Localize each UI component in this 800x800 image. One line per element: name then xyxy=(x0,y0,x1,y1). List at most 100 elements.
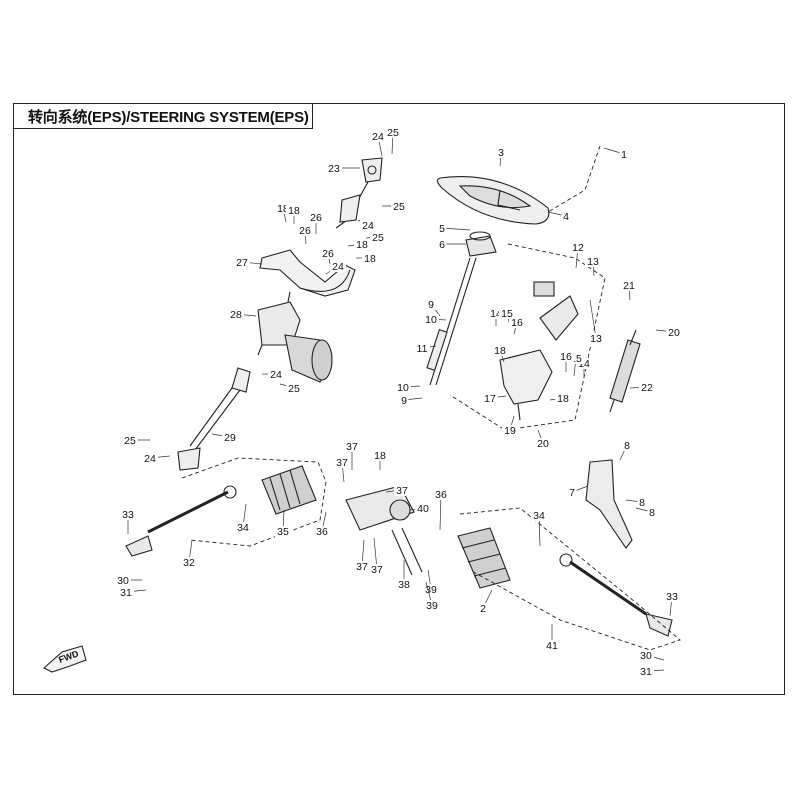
callout-background xyxy=(344,441,360,452)
callout-number: 12 xyxy=(572,242,584,254)
column-bracket-part-17 xyxy=(499,281,579,421)
callout-background xyxy=(588,333,604,344)
callout-number: 41 xyxy=(546,640,558,652)
callout-background xyxy=(235,522,251,533)
callout-number: 37 xyxy=(371,564,383,576)
callout-30: 30 xyxy=(638,650,665,662)
callout-background xyxy=(370,232,386,243)
callout-background xyxy=(385,127,401,138)
fwd-arrow xyxy=(43,645,87,673)
callout-37: 37 xyxy=(334,457,350,483)
callout-background xyxy=(509,317,525,328)
callout-number: 25 xyxy=(124,435,136,447)
callout-number: 8 xyxy=(649,507,655,519)
callout-number: 9 xyxy=(428,299,434,311)
callout-background xyxy=(570,242,586,253)
callout-background xyxy=(424,600,440,611)
callout-background xyxy=(370,131,386,142)
callout-number: 24 xyxy=(332,261,344,273)
callout-background xyxy=(326,163,342,174)
callout-background xyxy=(399,395,409,406)
callout-36: 36 xyxy=(314,511,330,538)
callout-number: 24 xyxy=(144,453,156,465)
callout-number: 18 xyxy=(364,253,376,265)
callout-background xyxy=(354,561,370,572)
callout-18: 18 xyxy=(286,205,302,224)
callout-background xyxy=(531,510,547,521)
callout-number: 22 xyxy=(641,382,653,394)
callout-background xyxy=(314,526,330,537)
callout-number: 37 xyxy=(346,441,358,453)
callout-background xyxy=(360,220,376,231)
callout-number: 15 xyxy=(501,308,513,320)
callout-number: 38 xyxy=(398,579,410,591)
callout-26: 26 xyxy=(297,225,313,245)
callout-number: 24 xyxy=(372,131,384,143)
callout-18: 18 xyxy=(347,239,370,251)
callout-background xyxy=(619,149,629,160)
callout-4: 4 xyxy=(547,211,571,223)
callout-background xyxy=(394,485,410,496)
callout-number: 13 xyxy=(587,256,599,268)
callout-number: 17 xyxy=(484,393,496,405)
callout-background xyxy=(122,435,138,446)
leader-line xyxy=(441,227,471,231)
callout-37: 37 xyxy=(344,441,360,470)
callout-35: 35 xyxy=(275,509,291,538)
group-outlines xyxy=(181,145,681,651)
callout-number: 24 xyxy=(270,369,282,381)
callout-18: 18 xyxy=(275,203,291,223)
callout-25: 25 xyxy=(279,383,302,395)
callout-background xyxy=(115,575,131,586)
callout-number: 10 xyxy=(425,314,437,326)
callout-background xyxy=(320,248,336,259)
callout-25: 25 xyxy=(382,201,407,213)
callout-background xyxy=(362,253,378,264)
callout-34: 34 xyxy=(235,503,251,534)
callout-33: 33 xyxy=(120,509,136,534)
callout-32: 32 xyxy=(181,539,197,569)
callout-background xyxy=(275,203,291,214)
callout-10: 10 xyxy=(423,314,447,326)
callout-37: 37 xyxy=(385,485,410,497)
callout-number: 32 xyxy=(183,557,195,569)
callout-number: 8 xyxy=(639,497,645,509)
callout-number: 11 xyxy=(417,343,428,355)
callout-number: 4 xyxy=(563,211,569,223)
callout-number: 34 xyxy=(533,510,545,522)
callout-number: 10 xyxy=(397,382,409,394)
callout-16: 16 xyxy=(509,317,525,335)
callout-background xyxy=(181,557,197,568)
callout-background xyxy=(395,382,411,393)
callout-number: 13 xyxy=(590,333,602,345)
callout-number: 18 xyxy=(494,345,506,357)
callout-40: 40 xyxy=(409,503,431,515)
diagram-title: 转向系统(EPS)/STEERING SYSTEM(EPS) xyxy=(28,108,309,126)
callout-number: 31 xyxy=(120,587,132,599)
callout-number: 26 xyxy=(310,212,322,224)
callout-number: 21 xyxy=(623,280,635,292)
callout-number: 39 xyxy=(425,584,437,596)
callout-18: 18 xyxy=(356,253,378,265)
callout-1: 1 xyxy=(603,147,629,161)
callout-number: 5 xyxy=(439,223,445,235)
steering-wheel-part-4 xyxy=(436,176,550,225)
callout-background xyxy=(561,211,571,222)
upper-shaft-part-23 xyxy=(335,157,383,229)
callout-number: 26 xyxy=(299,225,311,237)
callout-number: 30 xyxy=(640,650,652,662)
callout-background xyxy=(558,351,574,362)
callout-background xyxy=(544,640,560,651)
column-part-11 xyxy=(426,257,477,386)
callout-background xyxy=(568,353,584,364)
callout-23: 23 xyxy=(326,163,360,175)
boot-part-2 xyxy=(457,527,511,589)
callout-number: 24 xyxy=(362,220,374,232)
diagram-frame xyxy=(13,103,785,695)
callout-5: 5 xyxy=(437,223,471,235)
lower-shaft-part-29 xyxy=(177,367,251,471)
callout-background xyxy=(286,205,302,216)
callout-background xyxy=(334,457,350,468)
callout-39: 39 xyxy=(424,581,440,612)
